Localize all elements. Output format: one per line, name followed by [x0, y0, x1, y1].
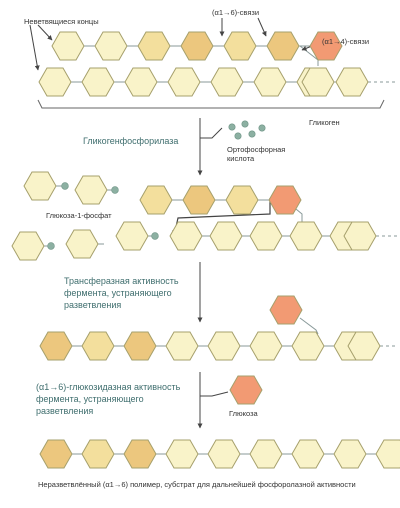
label-transferase-3: разветвления	[64, 300, 122, 310]
glucose-1-phosphate-residue-1	[23, 171, 57, 201]
glucose-release-arrow	[200, 391, 229, 397]
main4-glucose-2	[81, 439, 115, 469]
label-glucosidase-1: (α1→6)-глюкозидазная активность	[36, 382, 181, 392]
main4-glucose-6	[249, 439, 283, 469]
label-orthophosphoric-2: кислота	[227, 154, 255, 163]
main2-glucose-1	[169, 221, 203, 251]
main2-glucose-3	[249, 221, 283, 251]
main1-glucose-3	[124, 67, 158, 97]
label-orthophosphoric-1: Ортофосфорная	[227, 145, 286, 154]
label-transferase-1: Трансферазная активность	[64, 276, 179, 286]
arrow-nonreducing-2	[29, 24, 40, 71]
branch2-glucose-2	[182, 185, 216, 215]
main1-glucose-4	[167, 67, 201, 97]
main4-glucose-7	[291, 439, 325, 469]
label-glucose: Глюкоза	[229, 409, 258, 418]
label-nonreducing-ends: Неветвящиеся концы	[24, 17, 99, 26]
branch3-a16-link	[299, 317, 319, 335]
glucose-1-phosphate-residue-2	[74, 175, 108, 205]
main1-glucose-last	[335, 67, 369, 97]
arrow-nonreducing-1	[37, 24, 53, 41]
main3-glucose-7	[291, 331, 325, 361]
label-transferase-2: фермента, устраняющего	[64, 288, 172, 298]
branch1-glucose-6	[266, 31, 300, 61]
glucose-1-phosphate-residue-4	[65, 229, 99, 259]
label-glucosidase-3: разветвления	[36, 406, 94, 416]
orthophosphate-3	[234, 132, 242, 140]
branch2-glucose-4	[268, 185, 302, 215]
label-glucosidase-2: фермента, устраняющего	[36, 394, 144, 404]
orthophosphate-5	[258, 124, 266, 132]
main1-glucose-1	[38, 67, 72, 97]
main2-glucose-2	[209, 221, 243, 251]
main4-glucose-1	[39, 439, 73, 469]
label-glycogen: Гликоген	[309, 118, 340, 127]
released-glucose	[229, 375, 263, 405]
main2-glucose-last	[343, 221, 377, 251]
main3-glucose-3	[123, 331, 157, 361]
main3-glucose-2	[81, 331, 115, 361]
glycogen-bracket	[37, 99, 385, 109]
glucose-1-phosphate-residue-5	[115, 221, 149, 251]
main3-glucose-5	[207, 331, 241, 361]
glucose-residues	[11, 31, 400, 469]
main1-glucose-branchpoint	[301, 67, 335, 97]
glucose-1-phosphate-residue-3	[11, 231, 45, 261]
phosphate-4	[151, 232, 159, 240]
orthophosphate-2	[241, 120, 249, 128]
main4-glucose-9	[375, 439, 400, 469]
branch3-glucose-orange	[269, 295, 303, 325]
main2-glucose-4	[289, 221, 323, 251]
arrow-a16-2	[257, 17, 267, 37]
orthophosphate-4	[248, 130, 256, 138]
branch1-glucose-7	[309, 31, 343, 61]
final-caption: Неразветвлённый (α1→6) полимер, субстрат…	[38, 480, 356, 489]
main3-glucose-last	[347, 331, 381, 361]
phosphate-3	[47, 242, 55, 250]
orthophosphate-1	[228, 123, 236, 131]
label-glucose-1-phosphate: Глюкоза-1-фосфат	[46, 211, 112, 220]
label-glycogen-phosphorylase: Гликогенфосфорилаза	[83, 136, 179, 146]
main1-glucose-6	[253, 67, 287, 97]
branch1-glucose-1	[51, 31, 85, 61]
main4-glucose-3	[123, 439, 157, 469]
label-a14-bonds: (α1→4)-связи	[322, 37, 370, 46]
main4-glucose-5	[207, 439, 241, 469]
main3-glucose-4	[165, 331, 199, 361]
phosphate-input-arrow	[200, 127, 223, 139]
branch1-glucose-3	[137, 31, 171, 61]
phosphate-1	[61, 182, 69, 190]
main1-glucose-2	[81, 67, 115, 97]
arrows-and-brackets	[29, 17, 385, 429]
main1-glucose-5	[210, 67, 244, 97]
phosphate-2	[111, 186, 119, 194]
main4-glucose-4	[165, 439, 199, 469]
label-a16-bonds: (α1→6)-связи	[212, 8, 260, 17]
main3-glucose-1	[39, 331, 73, 361]
main4-glucose-8	[333, 439, 367, 469]
branch1-glucose-4	[180, 31, 214, 61]
branch2-glucose-1	[139, 185, 173, 215]
branch2-glucose-3	[225, 185, 259, 215]
main3-glucose-6	[249, 331, 283, 361]
branch1-glucose-2	[94, 31, 128, 61]
branch1-glucose-5	[223, 31, 257, 61]
